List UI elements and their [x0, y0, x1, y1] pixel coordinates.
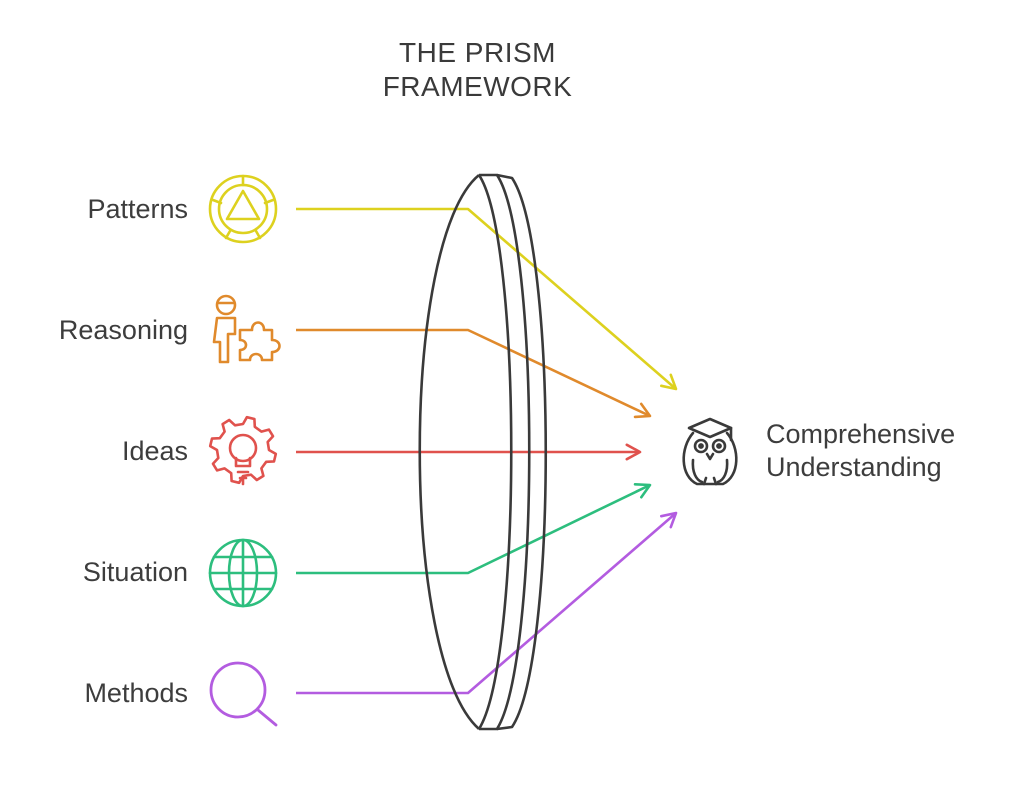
input-label-patterns: Patterns	[87, 194, 188, 224]
lens-inner-curve	[479, 173, 531, 731]
lens-back-curve	[496, 173, 547, 731]
input-label-reasoning: Reasoning	[58, 315, 188, 345]
diagram-title-line-2: FRAMEWORK	[382, 71, 573, 102]
arrow-reasoning	[296, 328, 651, 418]
lens-middle-curve	[477, 174, 513, 730]
input-label-ideas: Ideas	[121, 436, 188, 466]
arrow-methods	[296, 512, 677, 695]
person-puzzle-icon	[212, 294, 281, 364]
arrowhead-patterns	[660, 373, 678, 391]
globe-icon	[208, 538, 278, 608]
magnifier-icon	[209, 661, 278, 727]
owl-graduate-icon	[682, 417, 738, 486]
arrow-patterns	[296, 207, 677, 390]
arrowhead-reasoning	[633, 402, 652, 419]
arrowhead-methods	[660, 511, 678, 529]
lens-front-curve	[418, 173, 480, 730]
triangle-compass-icon	[208, 174, 278, 244]
arrow-situation	[296, 483, 651, 575]
output-label-line-2: Understanding	[766, 452, 942, 482]
arrowhead-situation	[633, 483, 652, 499]
arrows-group	[296, 207, 678, 695]
input-label-situation: Situation	[82, 557, 188, 587]
output-label-line-1: Comprehensive	[766, 419, 956, 449]
prism-lens	[418, 173, 547, 731]
arrowhead-ideas	[625, 443, 642, 461]
gear-lightbulb-icon	[208, 415, 278, 486]
input-label-methods: Methods	[84, 678, 188, 708]
diagram-title-line-1: THE PRISM	[399, 37, 556, 68]
